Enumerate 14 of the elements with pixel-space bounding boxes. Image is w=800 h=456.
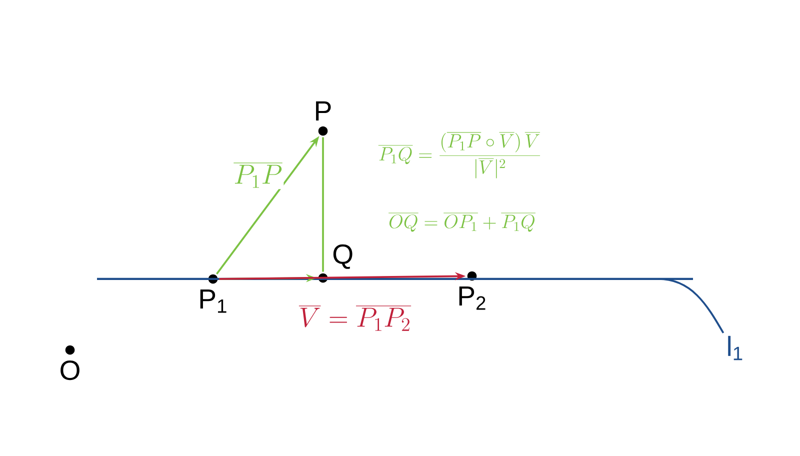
edge-label: $\overline{P_1P}$ xyxy=(234,162,282,188)
point: O xyxy=(60,345,80,380)
node-label: P$_{1}$ xyxy=(200,290,226,313)
node-label: P xyxy=(316,101,331,120)
node-label: O xyxy=(60,360,80,380)
formula: $\overline{P_1Q} = \frac{(\overline{P_1P}\circ\overline{V})\,\overline{V}}{|\overline{V}|^2}$ xyxy=(378,132,540,178)
node-label: P$_{2}$ xyxy=(459,286,486,310)
edge-label: $\overline{V} = \overline{P_1P_2}$ xyxy=(298,306,412,331)
node-label: Q xyxy=(333,244,352,269)
line xyxy=(97,278,693,280)
formula: $\overline{OQ} = \overline{OP_1} + \overline{P_1Q}$ xyxy=(388,213,536,232)
point: P xyxy=(316,101,331,136)
line-label: l$_{1}$ xyxy=(728,336,742,360)
leader-line xyxy=(658,278,724,334)
